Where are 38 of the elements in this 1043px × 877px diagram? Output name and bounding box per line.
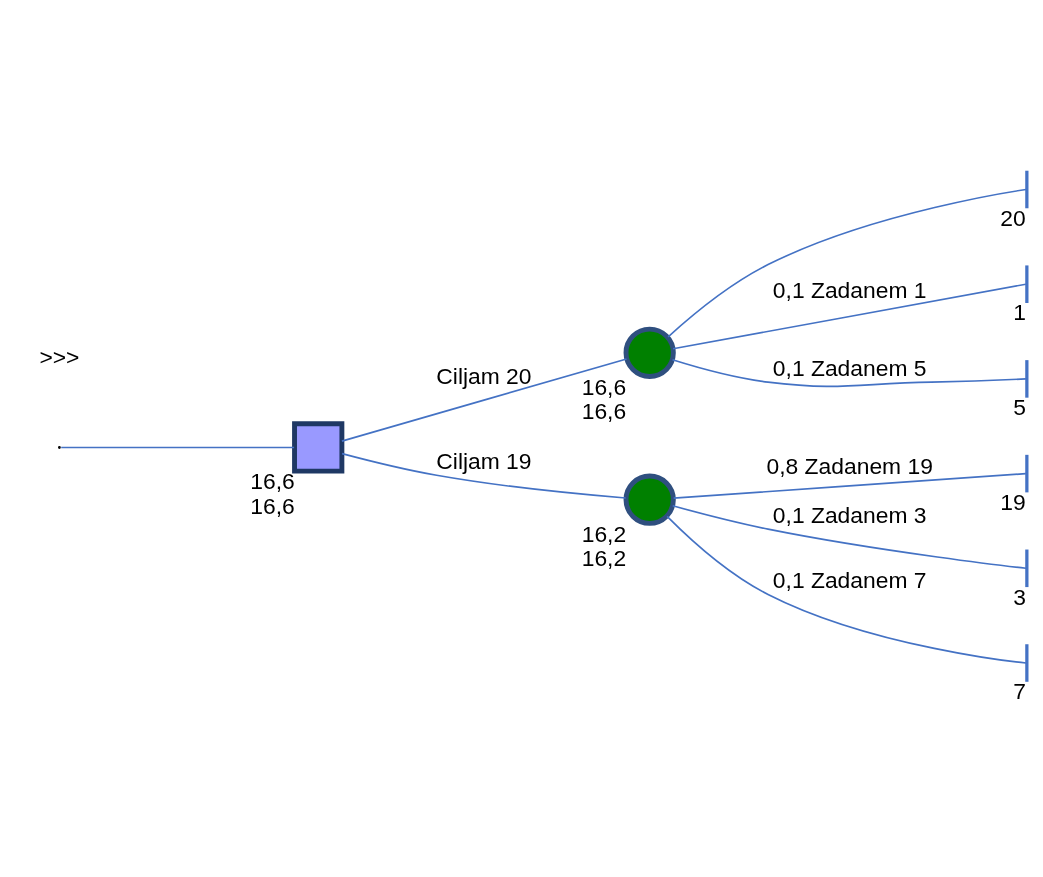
node-label: 16,6	[581, 398, 627, 425]
edge-label: 0,1 Zadanem 3	[772, 501, 927, 528]
node-bar	[1025, 549, 1029, 588]
node-label: 3	[1013, 583, 1026, 610]
connector	[671, 359, 1027, 388]
node-label: 16,2	[581, 520, 627, 547]
node-label: 1	[1013, 299, 1026, 326]
connector	[341, 452, 627, 499]
node-bar	[1025, 265, 1029, 303]
label: >>>	[39, 344, 80, 371]
node-bar	[1025, 360, 1029, 398]
edge-label: Ciljam 19	[436, 448, 532, 475]
connector	[672, 472, 1027, 499]
node-circle	[623, 326, 676, 379]
node-label: 7	[1013, 678, 1026, 705]
node-label: 20	[1000, 204, 1026, 231]
node-bar	[1025, 454, 1029, 493]
edge-label: 0,1 Zadanem 1	[772, 276, 927, 303]
connector	[672, 283, 1027, 350]
node-label: 19	[1000, 488, 1026, 515]
node-label: 16,2	[581, 545, 627, 572]
edge-label: 0,8 Zadanem 19	[766, 452, 933, 479]
connector	[341, 358, 628, 442]
connector	[666, 515, 1027, 664]
connector	[60, 446, 295, 449]
edge-label: 0,1 Zadanem 5	[772, 354, 927, 381]
node-label: 5	[1013, 394, 1026, 421]
connector	[667, 188, 1027, 338]
node-label: 16,6	[250, 492, 295, 519]
connector	[671, 504, 1027, 570]
node-label: 16,6	[250, 468, 295, 495]
node-label: 16,6	[581, 373, 627, 400]
edge-label: Ciljam 20	[436, 363, 532, 390]
edge-label: 0,1 Zadanem 7	[772, 567, 927, 594]
node-box	[292, 421, 345, 474]
node-bar	[1025, 170, 1029, 209]
node-circle	[623, 473, 676, 526]
node-bar	[1025, 644, 1029, 682]
